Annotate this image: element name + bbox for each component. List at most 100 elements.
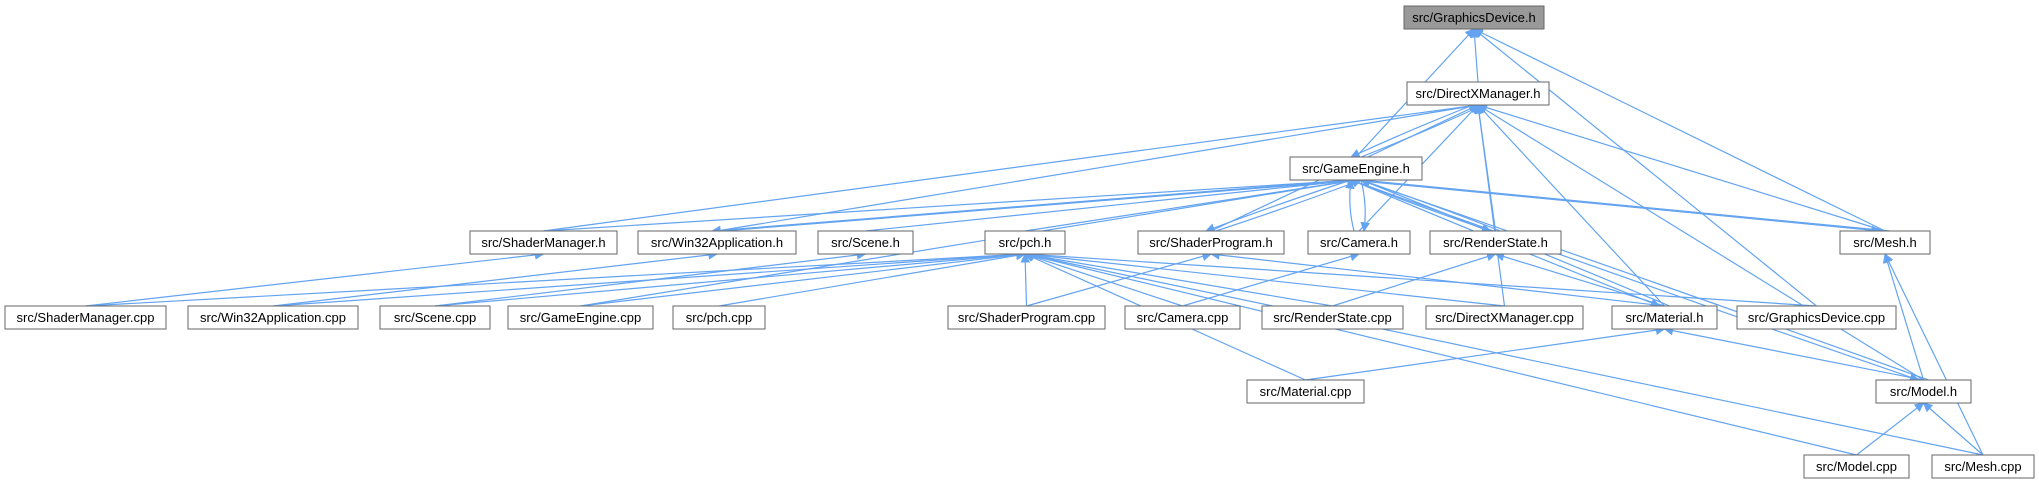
node-label: src/Win32Application.h <box>651 235 783 250</box>
edge-shaderprogram_cpp-to-shaderprogram_h <box>1026 251 1212 307</box>
edge-mesh_h-to-gameengine_h <box>1360 176 1891 232</box>
node-box[interactable] <box>984 230 1066 255</box>
node-box[interactable] <box>1931 454 2035 479</box>
edge-layer <box>85 28 1984 456</box>
node-box[interactable] <box>1406 81 1550 106</box>
edge-renderstate_cpp-to-renderstate_h <box>1332 252 1497 307</box>
node-pch-h[interactable]: src/pch.h <box>984 230 1066 255</box>
edge-gameengine_h-to-mesh_h <box>1350 179 1881 235</box>
node-box[interactable] <box>1875 379 1972 404</box>
node-box[interactable] <box>1261 305 1404 330</box>
node-renderstate-h[interactable]: src/RenderState.h <box>1429 230 1562 255</box>
edge-material_h-to-directxmanager_h <box>1477 104 1665 307</box>
edge-gameengine_h-to-model_h <box>1350 179 1920 382</box>
edge-graphicsdevice_cpp-to-graphicsdevice_h <box>1473 28 1817 307</box>
node-box[interactable] <box>469 230 618 255</box>
node-shadermanager-h[interactable]: src/ShaderManager.h <box>469 230 618 255</box>
node-material-cpp[interactable]: src/Material.cpp <box>1246 379 1365 404</box>
node-camera-cpp[interactable]: src/Camera.cpp <box>1124 305 1241 330</box>
node-scene-h[interactable]: src/Scene.h <box>817 230 914 255</box>
edge-shadermanager_h-to-gameengine_h <box>543 175 1357 232</box>
node-box[interactable] <box>4 305 167 330</box>
node-label: src/ShaderManager.h <box>481 235 605 250</box>
node-label: src/Material.cpp <box>1260 384 1352 399</box>
node-pch-cpp[interactable]: src/pch.cpp <box>672 305 766 330</box>
node-box[interactable] <box>947 305 1106 330</box>
node-box[interactable] <box>672 305 766 330</box>
edge-directxmanager_h-to-graphicsdevice_h <box>1469 28 1480 83</box>
node-label: src/Mesh.h <box>1853 235 1917 250</box>
node-box[interactable] <box>1611 305 1718 330</box>
node-renderstate-cpp[interactable]: src/RenderState.cpp <box>1261 305 1404 330</box>
edge-gameengine_h-to-win32application_h <box>711 179 1352 236</box>
node-box[interactable] <box>1124 305 1241 330</box>
node-graphicsdevice-h[interactable]: src/GraphicsDevice.h <box>1403 5 1545 30</box>
edge-shadermanager_cpp-to-pch_h <box>85 249 1026 307</box>
edge-directxmanager_h-to-gameengine_h <box>1350 104 1474 158</box>
node-shaderprogram-h[interactable]: src/ShaderProgram.h <box>1137 230 1285 255</box>
edge-gameengine_h-to-camera_h <box>1360 179 1370 232</box>
node-camera-h[interactable]: src/Camera.h <box>1307 230 1411 255</box>
node-model-cpp[interactable]: src/Model.cpp <box>1803 454 1910 479</box>
node-label: src/GameEngine.cpp <box>520 310 641 325</box>
edge-win32application_h-to-gameengine_h <box>721 175 1362 232</box>
node-label: src/ShaderProgram.cpp <box>958 310 1095 325</box>
node-box[interactable] <box>379 305 491 330</box>
node-label: src/Win32Application.cpp <box>200 310 346 325</box>
edge-graphicsdevice_cpp-to-pch_h <box>1024 249 1817 307</box>
edge-win32application_cpp-to-win32application_h <box>272 250 718 307</box>
node-shaderprogram-cpp[interactable]: src/ShaderProgram.cpp <box>947 305 1106 330</box>
node-shadermanager-cpp[interactable]: src/ShaderManager.cpp <box>4 305 167 330</box>
node-box[interactable] <box>1803 454 1910 479</box>
node-label: src/GraphicsDevice.cpp <box>1748 310 1885 325</box>
node-box[interactable] <box>187 305 359 330</box>
node-label: src/ShaderManager.cpp <box>16 310 154 325</box>
node-scene-cpp[interactable]: src/Scene.cpp <box>379 305 491 330</box>
node-box[interactable] <box>507 305 654 330</box>
node-label: src/pch.h <box>999 235 1052 250</box>
edge-gameengine_cpp-to-gameengine_h <box>580 176 1357 307</box>
edge-material_h-to-renderstate_h <box>1494 251 1665 307</box>
edge-camera_cpp-to-pch_h <box>1024 252 1183 307</box>
node-label: src/Scene.cpp <box>394 310 476 325</box>
node-gameengine-cpp[interactable]: src/GameEngine.cpp <box>507 305 654 330</box>
node-label: src/Model.cpp <box>1816 459 1897 474</box>
node-box[interactable] <box>1137 230 1285 255</box>
node-box[interactable] <box>1736 305 1897 330</box>
edge-renderstate_cpp-to-pch_h <box>1024 250 1333 307</box>
node-label: src/GraphicsDevice.h <box>1412 10 1536 25</box>
node-box[interactable] <box>1289 156 1423 181</box>
node-label: src/Camera.cpp <box>1137 310 1229 325</box>
edge-mesh_cpp-to-mesh_h <box>1884 253 1984 456</box>
edge-mesh_h-to-graphicsdevice_h <box>1473 28 1886 232</box>
edge-material_h-to-shaderprogram_h <box>1210 250 1665 307</box>
edge-camera_cpp-to-camera_h <box>1182 251 1360 307</box>
node-box[interactable] <box>1839 230 1931 255</box>
node-box[interactable] <box>817 230 914 255</box>
edge-shaderprogram_cpp-to-pch_h <box>1020 253 1031 307</box>
node-graphicsdevice-cpp[interactable]: src/GraphicsDevice.cpp <box>1736 305 1897 330</box>
node-mesh-h[interactable]: src/Mesh.h <box>1839 230 1931 255</box>
node-model-h[interactable]: src/Model.h <box>1875 379 1972 404</box>
node-box[interactable] <box>1403 5 1545 30</box>
edge-mesh_cpp-to-model_h <box>1922 402 1984 456</box>
edge-directxmanager_cpp-to-pch_h <box>1024 250 1505 307</box>
node-material-h[interactable]: src/Material.h <box>1611 305 1718 330</box>
node-win32application-cpp[interactable]: src/Win32Application.cpp <box>187 305 359 330</box>
node-box[interactable] <box>1429 230 1562 255</box>
node-box[interactable] <box>1425 305 1584 330</box>
node-directxmanager-cpp[interactable]: src/DirectXManager.cpp <box>1425 305 1584 330</box>
node-gameengine-h[interactable]: src/GameEngine.h <box>1289 156 1423 181</box>
edge-pch_cpp-to-pch_h <box>718 250 1026 307</box>
node-label: src/Scene.h <box>831 235 900 250</box>
edge-scene_h-to-gameengine_h <box>865 176 1357 232</box>
edge-model_h-to-directxmanager_h <box>1477 104 1924 381</box>
node-box[interactable] <box>1246 379 1365 404</box>
node-win32application-h[interactable]: src/Win32Application.h <box>637 230 797 255</box>
edge-shadermanager_h-to-directxmanager_h <box>543 101 1479 232</box>
node-box[interactable] <box>637 230 797 255</box>
node-mesh-cpp[interactable]: src/Mesh.cpp <box>1931 454 2035 479</box>
node-directxmanager-h[interactable]: src/DirectXManager.h <box>1406 81 1550 106</box>
node-box[interactable] <box>1307 230 1411 255</box>
